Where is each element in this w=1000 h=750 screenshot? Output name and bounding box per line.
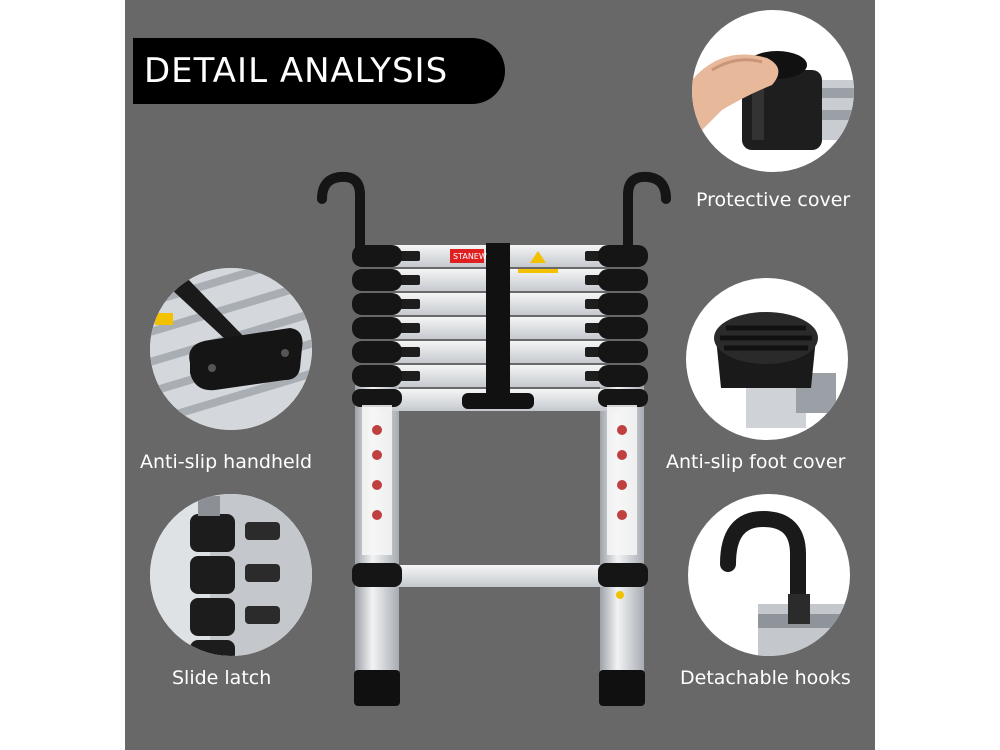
foot-cover-detail <box>686 278 848 440</box>
brand-label: STANEW <box>453 252 487 261</box>
slide-latch-detail <box>150 494 312 656</box>
foot-cover-icon <box>714 312 836 428</box>
page-title: DETAIL ANALYSIS <box>144 51 449 91</box>
telescopic-ladder: STANEW <box>317 171 671 706</box>
foot-cover-label: Anti-slip foot cover <box>666 451 846 473</box>
handheld-label: Anti-slip handheld <box>140 451 313 473</box>
title-banner <box>133 38 505 104</box>
hook-icon <box>720 510 850 656</box>
protective-cover-label: Protective cover <box>696 189 851 211</box>
protective-cover-detail <box>692 10 854 172</box>
slide-latch-icon <box>150 494 312 656</box>
handheld-icon <box>150 268 312 430</box>
hook-detail <box>688 494 850 656</box>
handheld-detail <box>150 268 312 430</box>
protective-cover-icon <box>692 51 854 150</box>
hook-label: Detachable hooks <box>680 667 851 689</box>
slide-latch-label: Slide latch <box>172 667 272 689</box>
